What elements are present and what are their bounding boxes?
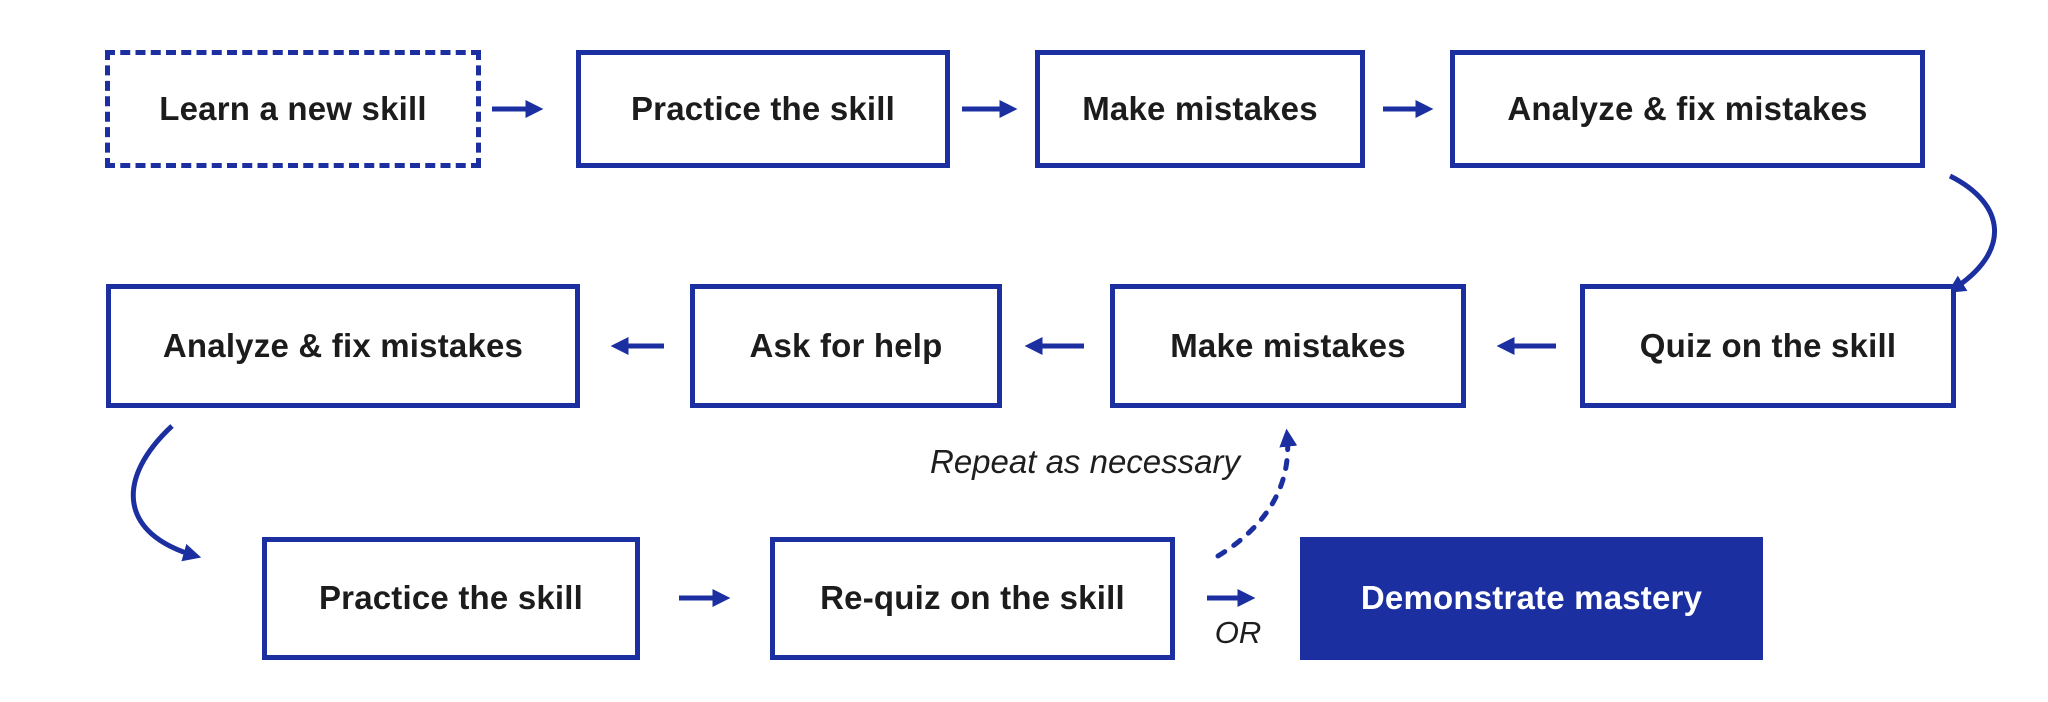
node-analyze-fix-mistakes-2: Analyze & fix mistakes [106, 284, 580, 408]
node-make-mistakes-2: Make mistakes [1110, 284, 1466, 408]
curved-arrow-analyze-to-quiz-icon [1947, 173, 1997, 293]
node-quiz-on-the-skill: Quiz on the skill [1580, 284, 1956, 408]
node-demonstrate-mastery: Demonstrate mastery [1300, 537, 1763, 660]
node-practice-the-skill-2: Practice the skill [262, 537, 640, 660]
or-label: OR [1214, 615, 1262, 650]
node-practice-the-skill-1: Practice the skill [576, 50, 950, 168]
repeat-as-necessary-label: Repeat as necessary [929, 443, 1240, 480]
node-make-mistakes-1: Make mistakes [1035, 50, 1365, 168]
node-learn-a-new-skill: Learn a new skill [105, 50, 481, 168]
node-ask-for-help: Ask for help [690, 284, 1002, 408]
dashed-arrow-repeat-loop-icon [1215, 428, 1298, 559]
node-analyze-fix-mistakes-1: Analyze & fix mistakes [1450, 50, 1925, 168]
curved-arrow-analyze-to-practice-icon [130, 424, 202, 562]
node-requiz-on-the-skill: Re-quiz on the skill [770, 537, 1175, 660]
